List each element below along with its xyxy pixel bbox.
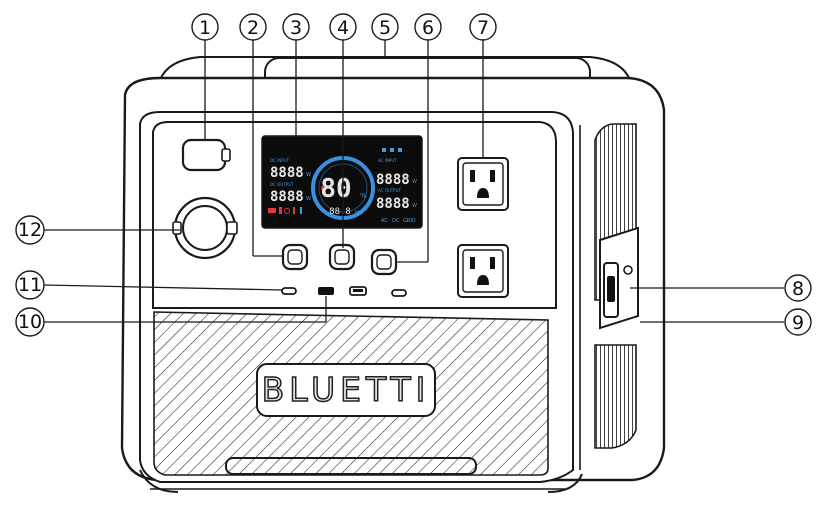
lcd-mode-dc: DC [392,218,400,224]
callout-10-label: 10 [18,311,42,333]
lcd-mode-grid: GRID [403,218,416,224]
ac-outlets[interactable] [457,157,509,298]
dc-input-port[interactable] [623,265,633,275]
car-outlet[interactable] [172,196,238,260]
leader-lines [43,40,784,323]
lcd-wireless-icons [382,148,402,152]
lcd-right-bottom-value: 8888 [376,196,410,212]
lcd-battery-percent: 80 [320,174,351,204]
lcd-unit-w-3: W [412,179,417,185]
callout-11-label: 11 [18,274,42,296]
callout-1: 1 [191,13,219,41]
usb-ports[interactable] [281,286,407,297]
callout-3-label: 3 [290,17,302,39]
callout-5-label: 5 [379,17,391,39]
lcd-time-value: 88.8 [329,207,351,217]
lcd-percent-sign: % [360,192,367,200]
lcd-unit-w-2: W [306,196,311,202]
lcd-right-top-value: 8888 [376,172,410,188]
lcd-dc-input-label: DC INPUT [270,158,290,163]
lcd-unit-h: H [355,210,359,216]
callout-8-label: 8 [792,278,804,300]
callout-5: 5 [371,13,399,41]
callout-7-label: 7 [477,17,489,39]
dc-button[interactable] [281,243,309,271]
power-button[interactable] [328,243,356,271]
lcd-ac-input-label: AC INPUT [378,158,397,163]
callout-3: 3 [282,13,310,41]
callout-2-label: 2 [247,17,259,39]
callout-11: 11 [15,270,45,300]
callout-9-label: 9 [792,312,804,334]
lcd-unit-w-1: W [306,172,311,178]
lcd-left-bottom-value: 8888 [270,189,304,205]
brand-plate [256,363,436,417]
lcd-ac-output-label: AC OUTPUT [378,188,402,193]
callout-1-label: 1 [199,17,211,39]
callout-10: 10 [15,307,45,337]
callout-4: 4 [329,13,357,41]
callout-7: 7 [469,13,497,41]
callout-4-label: 4 [337,17,349,39]
lcd-dc-output-label: DC OUTPUT [270,182,294,187]
lcd-screen: DC INPUT 8888 W DC OUTPUT 8888 W 80 % 88… [261,135,423,229]
callout-12: 12 [15,215,45,245]
callout-8: 8 [784,274,812,302]
brand-logo: BLUETTI [262,370,431,409]
lcd-status-icons [268,207,302,214]
callout-6: 6 [414,13,442,41]
ac-button[interactable] [370,248,398,276]
lcd-unit-w-4: W [412,203,417,209]
callout-12-label: 12 [18,219,42,241]
side-panel [579,123,639,470]
lcd-left-top-value: 8888 [270,165,304,181]
callout-6-label: 6 [422,17,434,39]
callout-9: 9 [784,308,812,336]
lcd-mode-ac: AC [381,218,388,224]
light-switch[interactable] [181,138,231,172]
callout-2: 2 [239,13,267,41]
